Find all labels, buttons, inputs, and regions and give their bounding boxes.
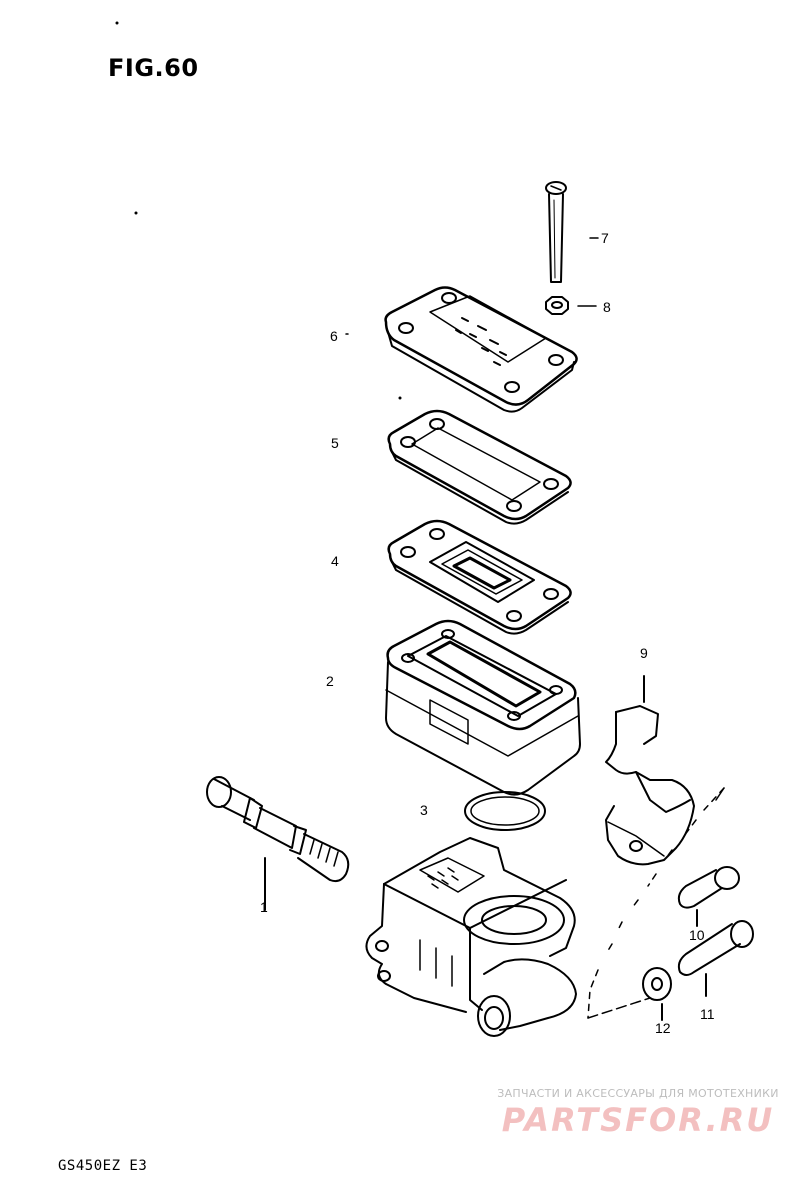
washer-part-12 bbox=[642, 967, 672, 1021]
watermark: ЗАПЧАСТИ И АКСЕССУАРЫ ДЛЯ МОТОТЕХНИКИ PA… bbox=[488, 1087, 788, 1139]
callout-10: 10 bbox=[689, 927, 705, 943]
watermark-logo: PARTSFOR.RU bbox=[501, 1101, 775, 1139]
callout-8: 8 bbox=[603, 299, 611, 315]
piston-part-1 bbox=[206, 776, 350, 911]
callout-7: 7 bbox=[601, 230, 609, 246]
callout-leaders bbox=[345, 237, 599, 335]
clamp-part-9 bbox=[605, 675, 695, 866]
master-cylinder-body bbox=[365, 837, 577, 1037]
callout-1: 1 bbox=[260, 899, 268, 915]
callout-4: 4 bbox=[331, 553, 339, 569]
reservoir-part-2 bbox=[385, 619, 581, 796]
diaphragm-plate-part-5 bbox=[387, 409, 572, 525]
callout-12: 12 bbox=[655, 1020, 671, 1036]
washer-part-8 bbox=[545, 296, 569, 315]
callout-2: 2 bbox=[326, 673, 334, 689]
model-code: GS450EZ E3 bbox=[58, 1158, 148, 1174]
screw-part-7 bbox=[545, 181, 567, 283]
callout-6: 6 bbox=[330, 328, 338, 344]
callout-9: 9 bbox=[640, 645, 648, 661]
figure-title: FIG.60 bbox=[108, 54, 199, 82]
reservoir-cap-part-6 bbox=[384, 286, 578, 413]
diaphragm-part-4 bbox=[387, 519, 572, 635]
callout-11: 11 bbox=[700, 1006, 715, 1022]
alignment-guides bbox=[587, 787, 725, 1019]
bolt-part-10 bbox=[677, 866, 740, 927]
o-ring-part-3 bbox=[464, 791, 546, 831]
callout-3: 3 bbox=[420, 802, 428, 818]
callout-5: 5 bbox=[331, 435, 339, 451]
bolt-part-11 bbox=[677, 920, 754, 997]
watermark-tagline: ЗАПЧАСТИ И АКСЕССУАРЫ ДЛЯ МОТОТЕХНИКИ bbox=[497, 1087, 779, 1100]
